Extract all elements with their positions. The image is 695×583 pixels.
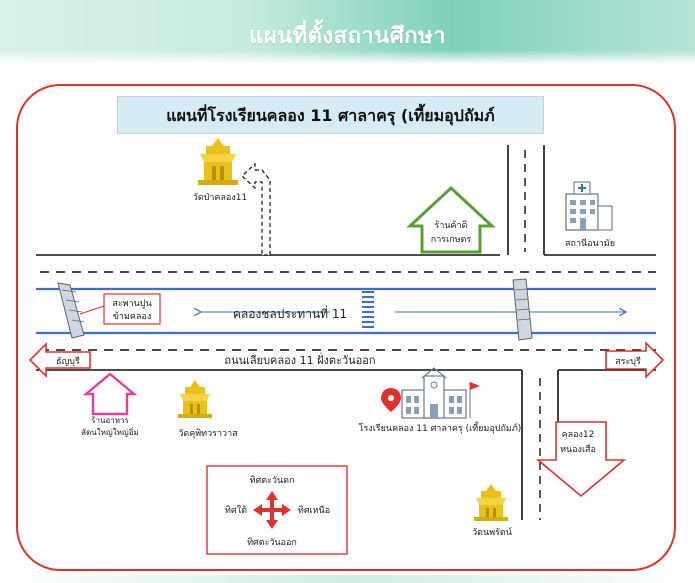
footer-strip bbox=[0, 575, 695, 583]
farm-shop-label-line1: ร้านค้าดิ bbox=[435, 220, 468, 231]
bridge-right-icon bbox=[512, 278, 533, 341]
direction-down-label-line1: คลอง12 bbox=[562, 430, 595, 440]
canal-label: คลองชลประทานที่ 11 bbox=[233, 305, 347, 321]
upper-road bbox=[36, 145, 656, 273]
bridge-label-box bbox=[103, 293, 161, 325]
canal bbox=[36, 287, 656, 335]
direction-down-label-line2: หนองเสือ bbox=[560, 444, 596, 455]
temple-left-label: วัดคุพิทวราวาส bbox=[178, 428, 238, 439]
header-banner bbox=[0, 0, 695, 64]
school-label: โรงเรียนคลอง 11 ศาลาครุ (เที้ยมอุปถัมภ์) bbox=[359, 421, 522, 434]
bridge-label-line1: สะพานปูน bbox=[112, 299, 151, 309]
compass-bottom-label: ทิศตะวันออก bbox=[247, 537, 297, 548]
turn-arrow-icon bbox=[241, 162, 271, 256]
food-shop-icon bbox=[82, 372, 138, 416]
compass-right-label: ทิศเหนือ bbox=[298, 505, 330, 516]
direction-left-label: ธัญบุรี bbox=[56, 356, 80, 367]
arrow-right-saraburi bbox=[605, 341, 665, 379]
road-label: ถนนเลียบคลอง 11 ฝั่งตะวันออก bbox=[224, 352, 375, 367]
map-title: แผนที่โรงเรียนคลอง 11 ศาลาครุ (เที้ยมอุป… bbox=[117, 96, 544, 134]
arrow-down-khlong12 bbox=[535, 421, 627, 498]
school-building-icon bbox=[401, 367, 480, 419]
compass-arrows-icon bbox=[253, 491, 291, 529]
food-shop-label-line1: ร้านอาหาร bbox=[91, 416, 129, 425]
bridge-label-line2: ข้ามคลอง bbox=[113, 311, 151, 322]
bridge-left-icon bbox=[57, 282, 85, 339]
temple-left-icon bbox=[178, 380, 212, 418]
location-pin-icon bbox=[381, 388, 401, 412]
health-station-label: สถานีอนามัย bbox=[565, 238, 615, 249]
compass-left-label: ทิศใต้ bbox=[225, 505, 247, 516]
temple-top-icon bbox=[198, 138, 238, 185]
farm-shop-icon bbox=[406, 185, 496, 254]
farm-shop-label-line2: การเกษตร bbox=[431, 235, 472, 245]
compass-top-label: ทิศตะวันตก bbox=[250, 475, 295, 486]
temple-bottom-label: วัดนพรัตน์ bbox=[472, 526, 512, 538]
map-frame bbox=[16, 84, 676, 571]
temple-top-label: วัดป่าคลอง11 bbox=[193, 193, 247, 203]
page-title: แผนที่ตั้งสถานศึกษา bbox=[249, 24, 446, 49]
hospital-icon bbox=[565, 181, 613, 231]
arrow-left-dhanyaburi bbox=[28, 342, 91, 378]
lower-road bbox=[36, 349, 656, 520]
direction-right-label: สระบุรี bbox=[615, 356, 641, 367]
food-shop-label-line2: ลัดนใหญ่ใหญ่อิ่ม bbox=[81, 426, 139, 437]
temple-bottom-icon bbox=[474, 484, 508, 521]
